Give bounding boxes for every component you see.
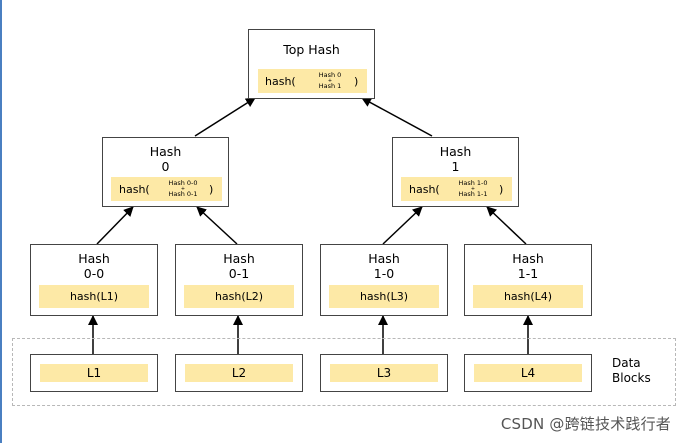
hash-0-0-formula: hash(L1) — [39, 285, 149, 308]
hash-0-formula: hash( Hash 0-0 + Hash 0-1 ) — [111, 177, 222, 201]
hash-0-operand-b: Hash 0-1 — [168, 189, 198, 198]
top-hash-operand-a: Hash 0 — [318, 71, 342, 79]
window-left-edge — [0, 0, 2, 443]
hash-1-1-node: Hash 1-1 hash(L4) — [464, 244, 592, 316]
hash-1-operand-b: Hash 1-1 — [458, 189, 488, 198]
hash-1-title-line2: 1 — [451, 159, 460, 174]
data-block-l2-label: L2 — [185, 364, 293, 382]
data-block-l2: L2 — [175, 354, 303, 392]
top-hash-formula: hash( Hash 0 + Hash 1 ) — [258, 69, 367, 93]
hash-0-plus: + — [180, 185, 186, 192]
data-blocks-label-line1: Data — [612, 356, 641, 370]
hash-1-1-title-line2: 1-1 — [517, 266, 539, 281]
data-blocks-label: Data Blocks — [612, 356, 651, 386]
hash-0-0-title-line1: Hash — [78, 251, 110, 266]
hash-0-1-value: hash(L2) — [214, 290, 264, 303]
hash-0-1-title-line1: Hash — [223, 251, 255, 266]
top-hash-operands: Hash 0 + Hash 1 — [310, 69, 350, 93]
data-block-l3: L3 — [320, 354, 448, 392]
hash-0-operands: Hash 0-0 + Hash 0-1 — [161, 177, 205, 201]
data-blocks-region — [12, 338, 676, 406]
hash-0-0-node: Hash 0-0 hash(L1) — [30, 244, 158, 316]
top-hash-node: Top Hash hash( Hash 0 + Hash 1 ) — [248, 29, 375, 99]
hash-1-operands: Hash 1-0 + Hash 1-1 — [451, 177, 495, 201]
hash-1-node: Hash 1 hash( Hash 1-0 + Hash 1-1 ) — [392, 137, 519, 207]
hash-0-1-node: Hash 0-1 hash(L2) — [175, 244, 303, 316]
arrow-hash0-to-top — [194, 97, 256, 137]
hash-1-plus: + — [470, 185, 476, 192]
data-block-l1-label: L1 — [40, 364, 148, 382]
hash-1-0-title-line2: 1-0 — [373, 266, 395, 281]
hash-1-1-title-line1: Hash — [512, 251, 544, 266]
hash-1-operand-a: Hash 1-0 — [458, 179, 488, 187]
data-block-l1: L1 — [30, 354, 158, 392]
arrow-hash11-to-hash1 — [486, 206, 527, 245]
hash-0-prefix: hash( — [119, 182, 150, 196]
data-block-l4: L4 — [464, 354, 592, 392]
hash-0-operand-a: Hash 0-0 — [168, 179, 198, 187]
arrow-hash10-to-hash1 — [382, 206, 423, 245]
hash-1-formula: hash( Hash 1-0 + Hash 1-1 ) — [401, 177, 512, 201]
top-hash-operand-b: Hash 1 — [318, 81, 342, 90]
hash-0-1-formula: hash(L2) — [184, 285, 294, 308]
top-hash-prefix: hash( — [265, 74, 296, 88]
hash-1-0-title-line1: Hash — [368, 251, 400, 266]
hash-1-1-value: hash(L4) — [503, 290, 553, 303]
hash-0-0-title-line2: 0-0 — [83, 266, 105, 281]
arrow-hash1-to-top — [361, 97, 433, 137]
data-block-l3-label: L3 — [330, 364, 438, 382]
hash-0-1-title-line2: 0-1 — [228, 266, 250, 281]
top-hash-title: Top Hash — [283, 42, 340, 57]
hash-0-title-line2: 0 — [161, 159, 170, 174]
hash-1-1-formula: hash(L4) — [473, 285, 583, 308]
hash-1-title-line1: Hash — [439, 144, 472, 159]
arrow-hash01-to-hash0 — [196, 206, 238, 245]
hash-1-suffix: ) — [499, 182, 504, 196]
arrow-hash00-to-hash0 — [96, 206, 134, 245]
csdn-watermark: CSDN @跨链技术践行者 — [500, 415, 671, 433]
data-blocks-label-line2: Blocks — [612, 371, 651, 385]
hash-1-0-value: hash(L3) — [359, 290, 409, 303]
top-hash-suffix: ) — [354, 74, 359, 88]
data-block-l4-label: L4 — [474, 364, 582, 382]
hash-0-node: Hash 0 hash( Hash 0-0 + Hash 0-1 ) — [102, 137, 229, 207]
hash-1-0-formula: hash(L3) — [329, 285, 439, 308]
hash-1-prefix: hash( — [409, 182, 440, 196]
top-hash-plus: + — [327, 77, 333, 84]
hash-1-0-node: Hash 1-0 hash(L3) — [320, 244, 448, 316]
hash-0-title-line1: Hash — [149, 144, 182, 159]
hash-0-0-value: hash(L1) — [69, 290, 119, 303]
hash-0-suffix: ) — [209, 182, 214, 196]
